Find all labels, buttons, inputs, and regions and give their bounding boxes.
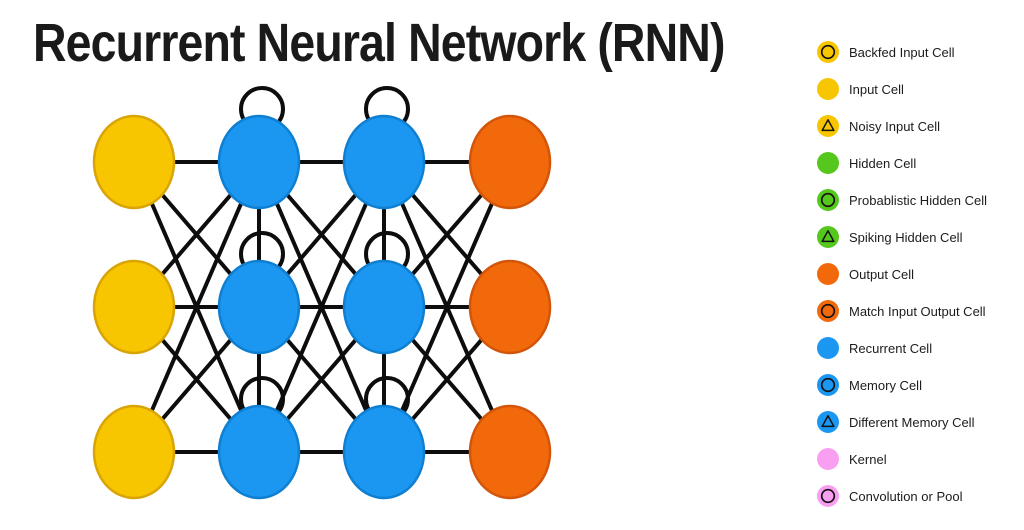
legend-item-label: Memory Cell [849, 377, 922, 393]
legend-item-label: Kernel [849, 451, 887, 467]
legend-item: Convolution or Pool [817, 485, 987, 507]
legend-item: Noisy Input Cell [817, 115, 987, 137]
legend-circle-icon [817, 300, 839, 322]
node-input-cell [92, 404, 176, 500]
node-recurrent-cell-2 [342, 259, 426, 355]
node-recurrent-cell-2 [342, 404, 426, 500]
legend-none-icon [817, 263, 839, 285]
legend-item: Backfed Input Cell [817, 41, 987, 63]
legend-none-icon [817, 337, 839, 359]
legend-item-label: Probablistic Hidden Cell [849, 192, 988, 208]
legend-item: Match Input Output Cell [817, 300, 987, 322]
legend-item-label: Hidden Cell [849, 155, 917, 171]
legend-item: Output Cell [817, 263, 987, 285]
legend-circle-icon [817, 485, 839, 507]
node-input-cell [92, 259, 176, 355]
legend-item-label: Recurrent Cell [849, 340, 933, 356]
legend-item: Spiking Hidden Cell [817, 226, 987, 248]
legend-circle-icon [817, 41, 839, 63]
connection-edge [382, 160, 512, 454]
legend-item-label: Spiking Hidden Cell [849, 229, 963, 245]
node-recurrent-cell-1 [217, 404, 301, 500]
legend-item-label: Noisy Input Cell [849, 118, 941, 134]
connection-edge [257, 160, 386, 454]
legend-triangle-icon [817, 115, 839, 137]
node-recurrent-cell-1 [217, 114, 301, 210]
node-output-cell [468, 259, 552, 355]
legend-item: Memory Cell [817, 374, 987, 396]
legend-item: Hidden Cell [817, 152, 987, 174]
legend-item-label: Input Cell [849, 81, 904, 97]
node-output-cell [468, 114, 552, 210]
node-recurrent-cell-1 [217, 259, 301, 355]
legend-item-label: Output Cell [849, 266, 915, 282]
node-output-cell [468, 404, 552, 500]
legend-item: Probablistic Hidden Cell [817, 189, 987, 211]
network-diagram [92, 86, 552, 500]
connection-edge [132, 160, 261, 454]
legend-none-icon [817, 78, 839, 100]
legend-triangle-icon [817, 226, 839, 248]
legend-item: Different Memory Cell [817, 411, 987, 433]
legend-none-icon [817, 448, 839, 470]
legend-item-label: Convolution or Pool [849, 488, 963, 504]
legend-item-label: Match Input Output Cell [849, 303, 986, 319]
legend-item: Recurrent Cell [817, 337, 987, 359]
legend-item: Input Cell [817, 78, 987, 100]
legend-item: Kernel [817, 448, 987, 470]
page-title: Recurrent Neural Network (RNN) [33, 13, 725, 73]
legend-triangle-icon [817, 411, 839, 433]
node-recurrent-cell-2 [342, 114, 426, 210]
legend-item-label: Backfed Input Cell [849, 44, 955, 60]
legend-circle-icon [817, 374, 839, 396]
node-input-cell [92, 114, 176, 210]
legend-item-label: Different Memory Cell [849, 414, 975, 430]
legend-none-icon [817, 152, 839, 174]
legend-circle-icon [817, 189, 839, 211]
